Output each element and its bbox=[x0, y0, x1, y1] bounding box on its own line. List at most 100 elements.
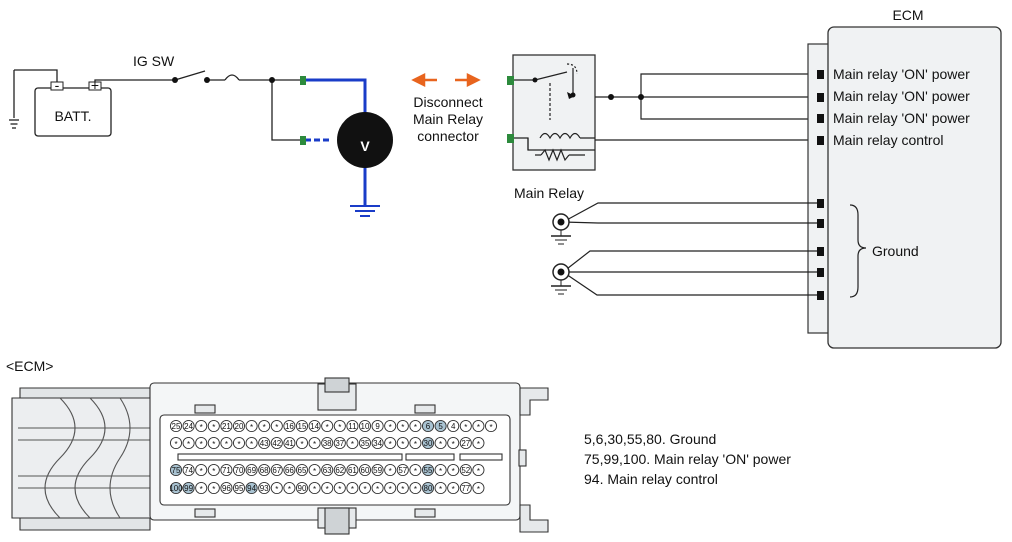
connector-pin-label: 10 bbox=[361, 422, 370, 431]
connector-pin bbox=[295, 481, 309, 495]
connector-pin-label: * bbox=[351, 440, 354, 449]
connector-pin-label: * bbox=[338, 485, 341, 494]
connector-pin-label: 99 bbox=[184, 484, 193, 493]
connector-pin bbox=[207, 436, 220, 450]
connector-pin bbox=[258, 481, 271, 495]
connector-pin-label: 70 bbox=[235, 466, 244, 475]
probe-wires bbox=[305, 78, 367, 205]
connector-pin-label: 25 bbox=[172, 422, 181, 431]
connector-pin bbox=[321, 481, 334, 495]
connector-pin bbox=[333, 481, 346, 495]
connector-pin bbox=[283, 481, 296, 495]
connector-pin-label: 100 bbox=[169, 484, 183, 493]
connector-pin bbox=[232, 436, 246, 450]
connector-pin bbox=[484, 419, 498, 433]
connector-pin bbox=[207, 481, 220, 495]
connector-pin-label: * bbox=[326, 485, 329, 494]
connector-pin-label: * bbox=[439, 467, 442, 476]
connector-pin bbox=[333, 436, 346, 450]
connector-pin-label: 43 bbox=[260, 439, 269, 448]
connector-pin-label: * bbox=[414, 467, 417, 476]
ecm-pin-label: Main relay 'ON' power bbox=[833, 88, 970, 104]
connector-pin bbox=[220, 481, 233, 495]
connector-pin-label: * bbox=[212, 423, 215, 432]
connector-pin-label: * bbox=[275, 423, 278, 432]
connector-pin bbox=[182, 481, 195, 495]
battery: - + BATT. bbox=[34, 77, 112, 137]
connector-pin bbox=[245, 463, 258, 477]
connector-pin bbox=[346, 419, 359, 433]
connector-pin-label: * bbox=[452, 485, 455, 494]
connector-pin-label: 11 bbox=[348, 422, 357, 431]
connector-pin-label: * bbox=[313, 440, 316, 449]
connector-pin-label: * bbox=[212, 485, 215, 494]
connector-pin-label: 77 bbox=[461, 484, 470, 493]
junction-dots bbox=[608, 94, 644, 100]
connector-pin-label: * bbox=[414, 440, 417, 449]
connector-pin bbox=[371, 463, 384, 477]
connector-pin bbox=[384, 419, 397, 433]
connector-pin bbox=[459, 481, 472, 495]
connector-pin bbox=[258, 436, 271, 450]
connector-pin-label: 20 bbox=[235, 422, 244, 431]
disconnect-text-line2: Main Relay bbox=[413, 111, 483, 127]
connector-pin bbox=[384, 463, 397, 477]
connector-pin-label: * bbox=[376, 485, 379, 494]
connector-pin-label: 68 bbox=[260, 466, 269, 475]
connector-pin bbox=[182, 463, 195, 477]
connector-pin-label: 69 bbox=[247, 466, 256, 475]
connector-pin bbox=[232, 481, 246, 495]
ground-terminal-icon bbox=[551, 263, 571, 295]
connector-pin bbox=[295, 419, 309, 433]
connector-pin bbox=[220, 463, 233, 477]
ground-terminal-icon bbox=[551, 213, 571, 245]
connector-pin-label: * bbox=[389, 423, 392, 432]
connector-pin bbox=[169, 419, 183, 433]
connector-pin bbox=[358, 419, 372, 433]
connector-pin-label: * bbox=[414, 423, 417, 432]
connector-pin bbox=[308, 419, 321, 433]
ecm-connector bbox=[11, 377, 549, 535]
connector-pin-label: 5 bbox=[438, 422, 443, 431]
connector-pin-label: * bbox=[250, 423, 253, 432]
legend-main-relay-on-power: 75,99,100. Main relay 'ON' power bbox=[584, 451, 791, 467]
ground-wires bbox=[562, 202, 817, 296]
connector-pin-label: 94 bbox=[247, 484, 256, 493]
connector-pin bbox=[308, 463, 321, 477]
connector-pin-label: 59 bbox=[373, 466, 382, 475]
relay-ecm-wires bbox=[595, 73, 817, 141]
connector-pin bbox=[245, 481, 258, 495]
connector-pin bbox=[308, 481, 321, 495]
connector-pin-label: 6 bbox=[426, 422, 431, 431]
connector-pin bbox=[346, 481, 359, 495]
disconnect-arrows-icon bbox=[411, 72, 481, 88]
ecm-pin-label: Main relay control bbox=[833, 132, 944, 148]
connector-pin-label: * bbox=[313, 485, 316, 494]
connector-pin bbox=[207, 463, 220, 477]
connector-pin bbox=[270, 436, 283, 450]
connector-pin-label: * bbox=[477, 440, 480, 449]
connector-pin bbox=[220, 419, 233, 433]
connector-pin-label: 41 bbox=[285, 439, 294, 448]
connector-pin-label: 15 bbox=[298, 422, 307, 431]
connector-pin bbox=[447, 481, 460, 495]
connector-pin-label: * bbox=[477, 467, 480, 476]
connector-pin bbox=[447, 463, 460, 477]
connector-pin-label: * bbox=[477, 423, 480, 432]
connector-pin bbox=[358, 436, 372, 450]
connector-pin-label: 21 bbox=[222, 422, 231, 431]
battery-plus-sign: + bbox=[91, 77, 99, 93]
connector-pin bbox=[447, 419, 460, 433]
connector-pin-label: * bbox=[288, 485, 291, 494]
connector-pin-label: * bbox=[313, 467, 316, 476]
ecm-module bbox=[807, 26, 1002, 349]
connector-pin-label: 14 bbox=[310, 422, 319, 431]
connector-pin-label: * bbox=[200, 485, 203, 494]
connector-pin bbox=[358, 481, 372, 495]
connector-pin-label: 60 bbox=[361, 466, 370, 475]
connector-pin bbox=[434, 436, 447, 450]
connector-pin bbox=[245, 436, 258, 450]
connector-pin bbox=[371, 436, 384, 450]
connector-pin bbox=[333, 463, 346, 477]
connector-pin-label: * bbox=[187, 440, 190, 449]
